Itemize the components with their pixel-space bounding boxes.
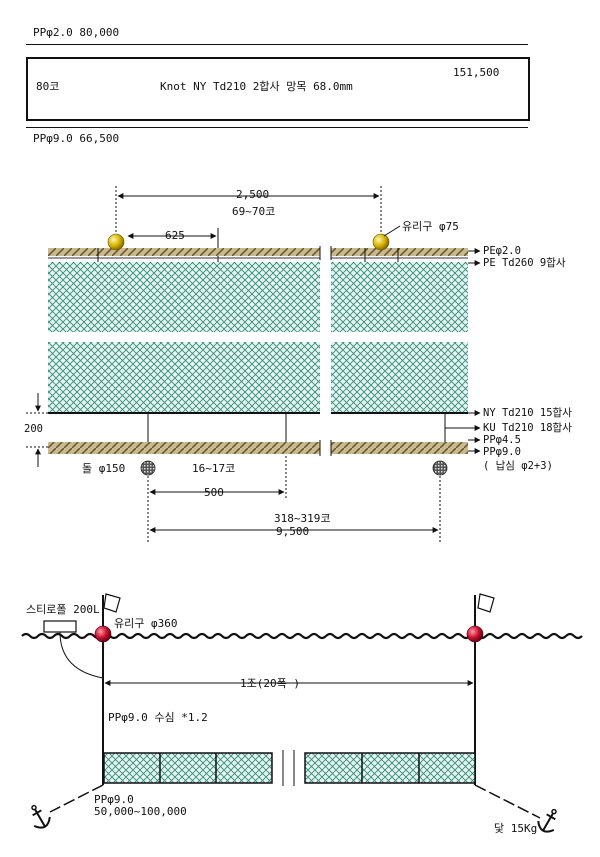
styrofoam-label: 스티로폴 200L	[26, 603, 100, 616]
anchor-line	[49, 784, 104, 813]
anchor-icon	[31, 804, 51, 829]
net-panel	[48, 342, 320, 412]
anchor-line-label-1: PPφ9.0	[94, 793, 134, 806]
net-panel	[331, 342, 468, 412]
sinker-stone-icon	[432, 460, 448, 476]
foot-rope-label-5: ( 납심 φ2+3)	[483, 460, 553, 472]
net-spec-box	[26, 57, 530, 121]
top-rule	[26, 44, 528, 45]
head-rope-label-2: PE Td260 9합사	[483, 257, 566, 269]
net-panel	[331, 262, 468, 332]
flag-icon	[103, 593, 121, 613]
mesh-count: 80코	[36, 80, 60, 93]
styrofoam-line	[59, 631, 104, 679]
foot-rope-label-4: PPφ9.0	[483, 446, 521, 458]
span-top-count: 69~70코	[232, 205, 276, 218]
buoy-icon	[94, 625, 112, 643]
buoy-label: 유리구 φ360	[114, 617, 178, 630]
foot-rope	[48, 442, 320, 454]
head-rope-label-1: PEφ2.0	[483, 245, 521, 257]
buoy-icon	[466, 625, 484, 643]
leader-line	[383, 225, 401, 237]
head-rope	[331, 248, 468, 256]
sea-surface	[21, 632, 583, 640]
anchor-line	[474, 784, 541, 819]
anchor-icon	[537, 808, 557, 833]
foot-rope-label-3: PPφ4.5	[483, 434, 521, 446]
unit-span-label: 1조(20폭 )	[240, 677, 300, 690]
net-panel	[48, 262, 320, 332]
sinker-label: 돌 φ150	[82, 462, 126, 475]
float-icon	[372, 233, 390, 251]
anchor-weight-label: 닻 15Kg	[494, 822, 538, 835]
bottom-rope-spec: PPφ9.0 66,500	[33, 132, 120, 145]
span-bottom-label: 9,500	[276, 525, 310, 538]
net-panel	[304, 752, 476, 784]
sinker-gap-label: 500	[204, 486, 224, 499]
height-label: 200	[24, 423, 43, 435]
flag-icon	[477, 593, 495, 613]
span-top-label: 2,500	[236, 188, 270, 201]
net-spec-text: Knot NY Td210 2합사 망목 68.0mm	[160, 80, 353, 93]
span-bottom-count: 318~319코	[274, 512, 331, 525]
head-rope	[48, 248, 320, 256]
float-label: 유리구 φ75	[402, 220, 459, 233]
sinker-stone-icon	[140, 460, 156, 476]
foot-rope-label-1: NY Td210 15합사	[483, 407, 572, 419]
bottom-rule	[26, 127, 528, 128]
float-icon	[107, 233, 125, 251]
anchor-line-label-2: 50,000~100,000	[94, 805, 187, 818]
foot-rope-label-2: KU Td210 18합사	[483, 422, 572, 434]
buoy-line-label: PPφ9.0 수심 *1.2	[108, 711, 208, 724]
sinker-count: 16~17코	[192, 462, 236, 475]
float-gap-label: 625	[165, 229, 185, 242]
styrofoam-float-icon	[43, 620, 77, 633]
foot-rope	[331, 442, 468, 454]
top-rope-spec: PPφ2.0 80,000	[33, 26, 120, 39]
net-spec-value: 151,500	[453, 66, 500, 79]
net-panel	[103, 752, 273, 784]
